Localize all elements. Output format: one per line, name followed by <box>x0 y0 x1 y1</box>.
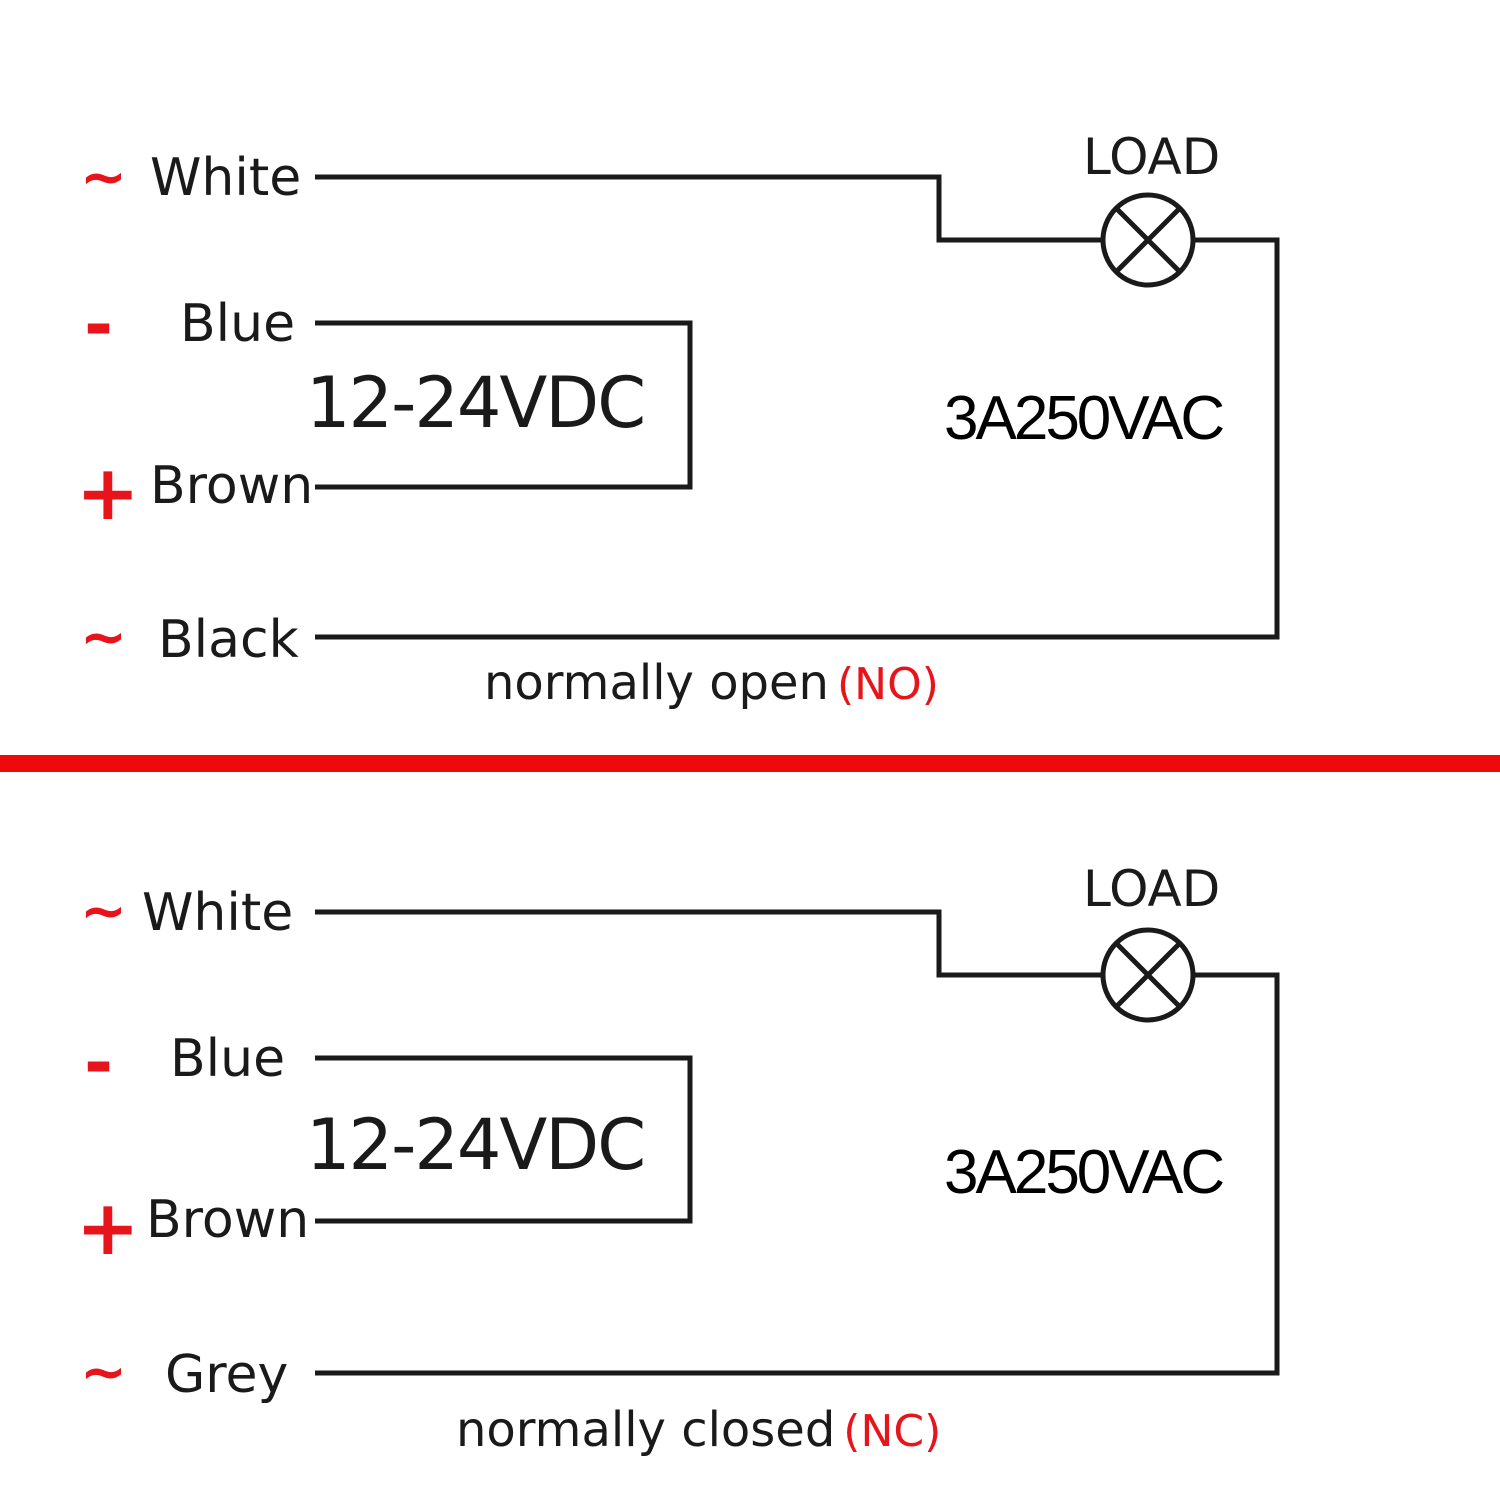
ac-symbol: ~ <box>80 879 127 944</box>
wire-label-blue: Blue <box>180 294 296 354</box>
contact-rating-label: 3A250VAC <box>944 384 1225 453</box>
normally-closed-diagram: ~ White - Blue + Brown ~ Grey 12-24VDC L… <box>0 760 1500 1500</box>
wire-label-brown: Brown <box>150 456 314 516</box>
wire-label-black: Black <box>158 610 299 670</box>
black-wire-line <box>315 237 1280 640</box>
supply-voltage-label: 12-24VDC <box>306 362 646 444</box>
mode-label: (NO) <box>836 659 939 710</box>
caption: normally closed(NC) <box>456 1406 941 1454</box>
minus-symbol: - <box>84 284 114 366</box>
grey-wire-line <box>315 972 1280 1376</box>
contact-rating-label: 3A250VAC <box>944 1138 1225 1207</box>
lamp-cross-icon <box>1100 927 1196 1023</box>
wiring-svg <box>315 174 1280 640</box>
white-wire-line <box>315 909 1103 978</box>
plus-symbol: + <box>76 1183 140 1272</box>
mode-label: (NC) <box>843 1406 942 1457</box>
white-wire-line <box>315 174 1103 243</box>
ac-symbol: ~ <box>80 1340 127 1405</box>
caption-text: normally open <box>484 655 829 711</box>
wiring-svg <box>315 909 1280 1376</box>
ac-symbol: ~ <box>80 145 127 210</box>
caption: normally open(NO) <box>484 659 939 707</box>
plus-symbol: + <box>76 448 140 537</box>
lamp-cross-icon <box>1100 192 1196 288</box>
wire-label-blue: Blue <box>170 1029 286 1089</box>
dc-supply-loop <box>315 1055 693 1224</box>
supply-voltage-label: 12-24VDC <box>306 1104 646 1186</box>
wire-label-white: White <box>150 148 302 208</box>
wire-label-brown: Brown <box>146 1190 310 1250</box>
load-label: LOAD <box>1083 860 1221 918</box>
dc-supply-loop <box>315 320 693 490</box>
minus-symbol: - <box>84 1022 114 1104</box>
ac-symbol: ~ <box>80 605 127 670</box>
normally-open-diagram: ~ White - Blue + Brown ~ Black 12-24VDC … <box>0 0 1500 740</box>
caption-text: normally closed <box>456 1402 836 1458</box>
wire-label-grey: Grey <box>165 1345 289 1405</box>
wire-label-white: White <box>142 883 294 943</box>
divider-bar <box>0 755 1500 772</box>
load-label: LOAD <box>1083 128 1221 186</box>
